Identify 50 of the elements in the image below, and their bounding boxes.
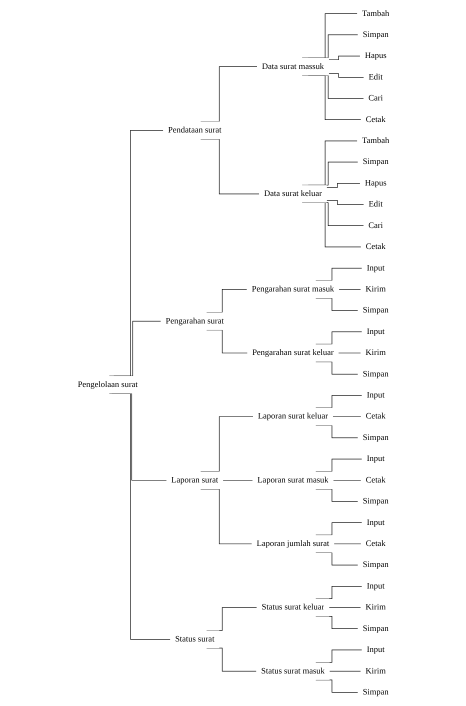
node-text: Input	[366, 645, 384, 654]
node-text: Input	[366, 264, 384, 273]
node-text: Simpan	[362, 560, 388, 570]
node-text: Cetak	[365, 412, 386, 422]
connector	[332, 480, 361, 481]
node-text: Kirim	[365, 666, 386, 676]
connector	[326, 200, 364, 205]
node-text: Edit	[368, 72, 382, 82]
connector	[328, 670, 360, 672]
connector	[206, 330, 248, 354]
connector	[338, 289, 360, 290]
connector	[326, 183, 360, 188]
node-text: Simpan	[362, 306, 388, 316]
connector	[315, 680, 358, 693]
node-text: Simpan	[362, 30, 388, 40]
node-text: Kirim	[365, 348, 386, 358]
node-text: Input	[366, 327, 384, 336]
node-text: Cari	[368, 221, 382, 230]
node-text: Input	[366, 518, 384, 528]
node-text: Kirim	[365, 284, 386, 294]
node-text: Simpan	[362, 624, 388, 634]
node-text: Input	[366, 582, 384, 591]
node-text: Hapus	[364, 52, 386, 61]
connector	[328, 607, 360, 608]
node-text: Input	[366, 454, 384, 464]
node-text: Cetak	[365, 476, 386, 485]
node-text: Simpan	[362, 158, 388, 167]
connector	[108, 130, 163, 376]
connector	[328, 56, 360, 60]
connector	[301, 75, 361, 120]
node-text: Input	[366, 390, 384, 400]
node-text: Cetak	[365, 115, 386, 124]
node-text: Edit	[368, 200, 382, 210]
node-text: Hapus	[364, 178, 386, 188]
node-text: Tambah	[362, 136, 389, 146]
node-text: Simpan	[362, 433, 388, 442]
node-text: Simpan	[362, 496, 388, 506]
node-text: Simpan	[362, 370, 388, 379]
node-text: Simpan	[362, 688, 388, 697]
node-text: Kirim	[365, 602, 386, 612]
node-text: Cetak	[365, 242, 386, 252]
connector	[332, 416, 361, 417]
node-text: Cari	[368, 94, 382, 104]
connector	[200, 66, 257, 122]
connector	[206, 607, 257, 631]
node-text: Tambah	[362, 9, 389, 18]
connector	[328, 73, 364, 78]
node-text: Cetak	[365, 539, 386, 548]
connector	[222, 480, 252, 481]
connector	[113, 320, 161, 376]
